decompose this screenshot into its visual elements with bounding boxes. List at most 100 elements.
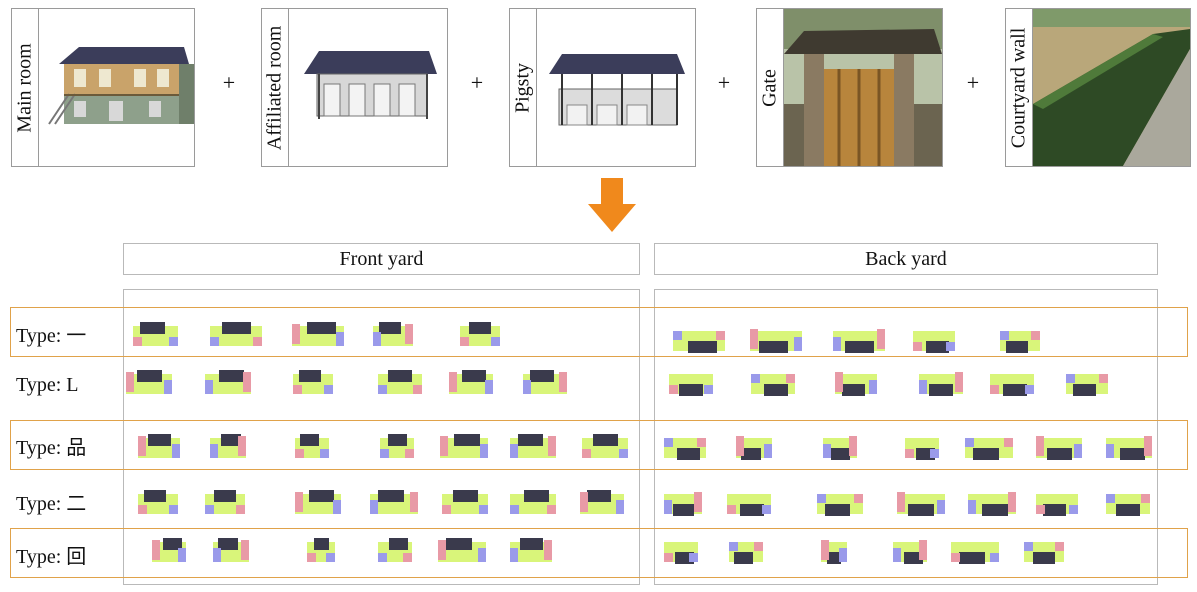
affiliated-room-block	[955, 372, 963, 392]
pigsty-block	[169, 505, 178, 514]
main-room-block	[140, 322, 165, 334]
courtyard-plan	[750, 329, 802, 353]
main-room-block	[1073, 384, 1096, 396]
affiliated-room-block	[405, 449, 414, 458]
pigsty-block	[794, 337, 802, 351]
main-room-block	[677, 448, 700, 460]
pigsty-block	[946, 342, 955, 351]
affiliated-room-block	[669, 385, 678, 394]
plus-sign: +	[717, 70, 731, 95]
courtyard-plan	[833, 329, 885, 353]
affiliated-room-block	[1031, 331, 1040, 340]
affiliated-room-block	[241, 540, 249, 560]
plus-sign: +	[966, 70, 980, 95]
main-room-block	[469, 322, 491, 334]
affiliated-room-block	[295, 492, 303, 512]
affiliated-room-block	[413, 385, 422, 394]
courtyard-plan	[893, 540, 927, 564]
affiliated-room-block	[1036, 436, 1044, 456]
affiliated-room-block	[990, 385, 999, 394]
courtyard-plan	[905, 438, 939, 460]
affiliated-room-block	[697, 438, 706, 447]
component-main-room: Main room	[11, 8, 195, 167]
courtyard-plan	[919, 372, 963, 396]
affiliated-room-block	[854, 494, 863, 503]
pigsty-block	[510, 444, 518, 458]
type-row-band	[10, 420, 1188, 470]
pigsty-block	[762, 505, 771, 514]
main-room-block	[845, 341, 874, 353]
pigsty-block	[751, 374, 760, 383]
courtyard-wall-photo	[1033, 9, 1190, 166]
courtyard-plan	[205, 490, 245, 514]
pigsty-block	[205, 380, 213, 394]
affiliated-room-block	[548, 436, 556, 456]
main-room-block	[388, 434, 407, 446]
pigsty-block	[664, 438, 673, 447]
courtyard-plan	[582, 434, 628, 458]
affiliated-room-block	[905, 449, 914, 458]
main-room-block	[831, 448, 850, 460]
affiliated-room-block	[133, 337, 142, 346]
pigsty-block	[1066, 374, 1075, 383]
affiliated-room-block	[1099, 374, 1108, 383]
front-yard-header: Front yard	[123, 243, 640, 275]
courtyard-plan	[751, 374, 795, 396]
courtyard-plan	[373, 322, 413, 346]
pigsty-block	[326, 553, 335, 562]
type-row-band	[10, 528, 1188, 578]
pigsty-block	[1025, 385, 1034, 394]
pigsty-block	[373, 332, 381, 346]
courtyard-plan	[133, 322, 178, 346]
pigsty-block	[704, 385, 713, 394]
component-label: Affiliated room	[263, 25, 286, 150]
affiliated-room-block	[821, 540, 829, 560]
main-room-block	[524, 490, 549, 502]
main-room-block	[973, 448, 999, 460]
main-room-block	[530, 370, 554, 382]
courtyard-plan	[510, 538, 552, 562]
affiliated-room-block	[544, 540, 552, 560]
pigsty-block	[616, 500, 624, 514]
type-label: Type: 回	[16, 546, 87, 568]
courtyard-plan	[951, 542, 999, 564]
pigsty-block	[1074, 444, 1082, 458]
component-courtyard-wall: Courtyard wall	[1005, 8, 1191, 167]
main-room-block	[221, 434, 241, 446]
pigsty-block	[965, 438, 974, 447]
affiliated-room-block	[1144, 436, 1152, 456]
main-room-block	[314, 538, 329, 550]
main-room-block	[1116, 504, 1140, 516]
main-room-block	[679, 384, 703, 396]
main-room-block	[734, 552, 753, 564]
affiliated-room-block	[849, 436, 857, 456]
courtyard-plan	[205, 370, 251, 394]
courtyard-plan	[729, 542, 763, 564]
affiliated-room-block	[307, 553, 316, 562]
main-room-block	[587, 490, 611, 502]
affiliated-room-block	[1008, 492, 1016, 512]
pigsty-block	[380, 449, 389, 458]
main-room-block	[148, 434, 171, 446]
pigsty-block	[485, 380, 493, 394]
courtyard-plan	[817, 494, 863, 516]
pigsty-block	[919, 380, 927, 394]
courtyard-plan	[823, 436, 857, 460]
pigsty-illustration	[537, 9, 695, 166]
main-room-block	[388, 370, 412, 382]
affiliated-room-block	[582, 449, 591, 458]
pigsty-block	[1069, 505, 1078, 514]
courtyard-plan	[292, 322, 344, 346]
affiliated-room-block	[547, 505, 556, 514]
affiliated-room-block	[243, 372, 251, 392]
courtyard-plan	[664, 542, 698, 564]
courtyard-plan	[897, 492, 945, 516]
pigsty-block	[1024, 542, 1033, 551]
pigsty-block	[1106, 494, 1115, 503]
pigsty-block	[817, 494, 826, 503]
affiliated-room-block	[253, 337, 262, 346]
main-room-block	[764, 384, 788, 396]
courtyard-plan	[378, 370, 422, 394]
type-label: Type: 二	[16, 493, 87, 515]
component-label: Courtyard wall	[1007, 27, 1030, 148]
